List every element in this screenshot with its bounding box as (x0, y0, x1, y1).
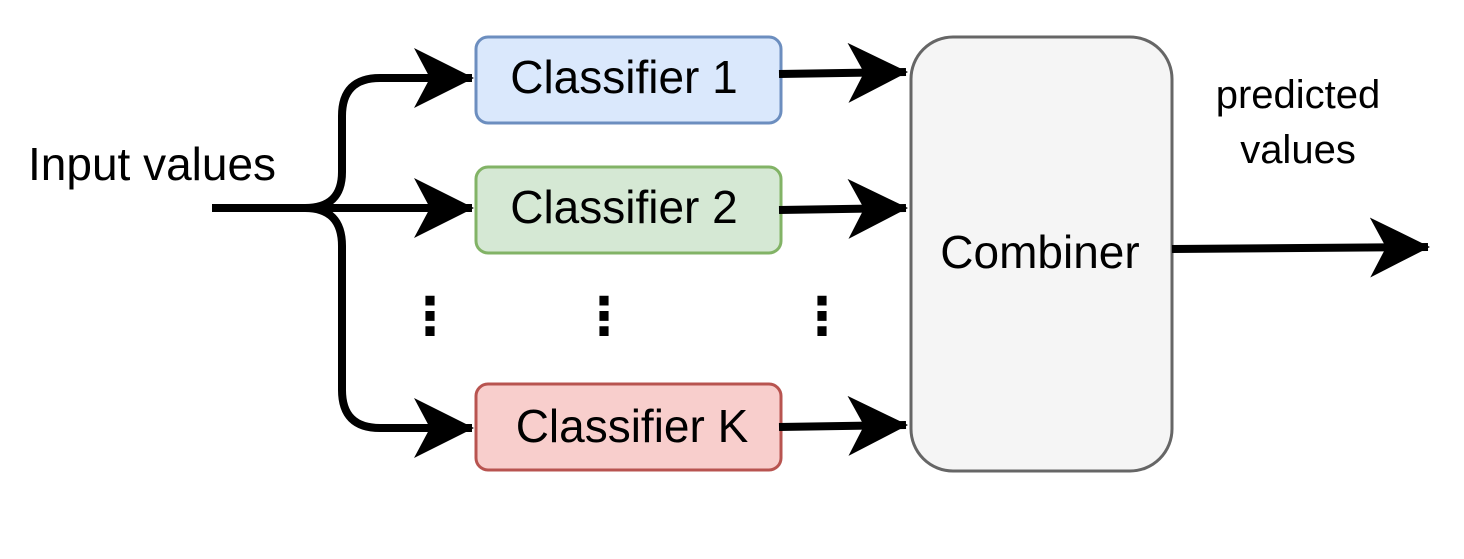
classifier-1-label: Classifier 1 (510, 51, 738, 103)
output-arrow (1171, 217, 1430, 278)
output-label-line-2: values (1240, 128, 1356, 172)
combiner-label: Combiner (940, 226, 1139, 278)
arrow-classifier-k-to-combiner (778, 395, 908, 456)
classifier-k-label: Classifier K (516, 400, 749, 452)
output-label: predicted values (1216, 73, 1381, 172)
input-connectors (212, 48, 474, 458)
arrow-classifier-1-to-combiner (778, 42, 908, 103)
combiner-box: Combiner (909, 35, 1174, 473)
ellipsis-dots-middle: ⋮ (578, 288, 630, 346)
classifier-k-box: Classifier K (474, 382, 783, 472)
input-label: Input values (28, 138, 276, 190)
classifier-2-box: Classifier 2 (474, 165, 783, 255)
ellipsis-dots-right: ⋮ (796, 288, 848, 346)
branch-to-classifier-k (304, 204, 474, 458)
classifier-2-label: Classifier 2 (510, 181, 738, 233)
classifier-1-shape (474, 35, 783, 125)
classifier-1-box: Classifier 1 (474, 35, 783, 125)
classifier-to-combiner-arrows (778, 42, 908, 456)
branch-to-classifier-1 (304, 48, 474, 212)
ellipsis-row: ⋮ ⋮ ⋮ (404, 288, 848, 346)
output-label-line-1: predicted (1216, 73, 1381, 117)
arrow-classifier-2-to-combiner (778, 178, 908, 239)
combiner-shape (909, 35, 1174, 473)
ellipsis-dots-left: ⋮ (404, 288, 456, 346)
